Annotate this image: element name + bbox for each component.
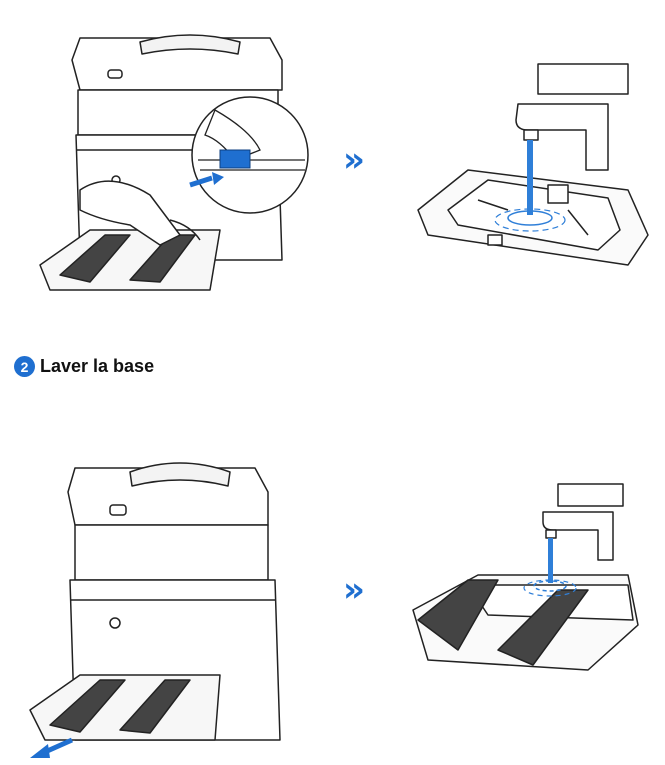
section-title: Laver la base <box>40 356 154 377</box>
arrow-icon <box>30 740 72 758</box>
step-number-badge: 2 <box>14 356 35 377</box>
section-heading: 2 Laver la base <box>14 356 154 377</box>
dock-tray-removal-illustration <box>20 20 310 310</box>
double-chevron-right-icon: » <box>343 140 365 180</box>
next-step-arrow: » <box>343 140 365 180</box>
tray-rinse-illustration <box>408 60 658 280</box>
dock-ramp-removal-illustration <box>20 440 300 760</box>
double-chevron-right-icon: » <box>343 570 365 610</box>
detail-inset <box>190 97 308 213</box>
next-step-arrow-2: » <box>343 570 365 610</box>
ramp-rinse-illustration <box>408 480 658 680</box>
